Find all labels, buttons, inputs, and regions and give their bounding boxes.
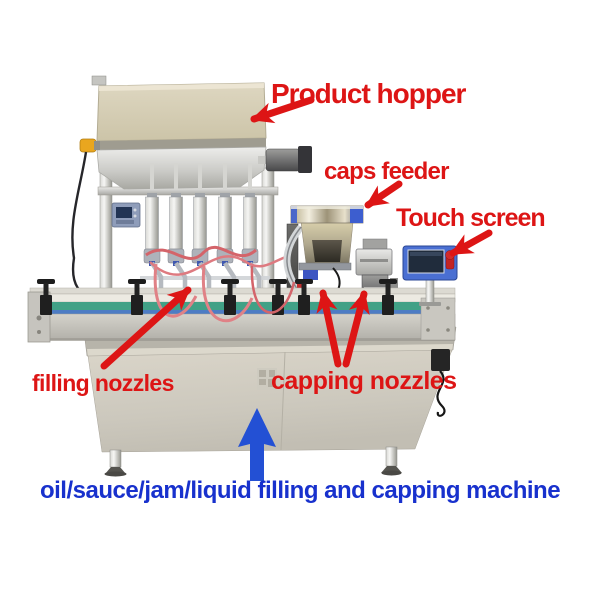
capping-nozzles-label: capping nozzles [271,367,457,395]
product-hopper-label: Product hopper [271,78,466,109]
conveyor [27,279,456,343]
side-cable [436,370,446,417]
filling-unit [140,163,297,303]
caps-feeder-label: caps feeder [324,158,449,185]
filling-cylinder [216,163,237,303]
filling-nozzles-label: filling nozzles [32,370,174,396]
touch-screen-panel [402,245,458,306]
filling-cylinder [167,163,188,303]
nameplate-label [257,368,277,390]
machine-legs [104,446,402,477]
product-hose [145,245,258,260]
product-hopper [71,75,312,301]
side-junction-box [431,349,450,371]
hopper-knob [79,138,97,153]
conveyor-green-belt-rail [30,302,455,310]
small-control-box [111,202,141,228]
power-cable [71,151,96,301]
touch-screen-label: Touch screen [396,204,546,232]
caps-feeder-bowl [283,205,364,307]
agitator-motor [265,148,301,172]
product-hose [149,255,297,276]
hopper-clamp [91,75,107,86]
machine-caption: oil/sauce/jam/liquid filling and capping… [39,477,561,504]
